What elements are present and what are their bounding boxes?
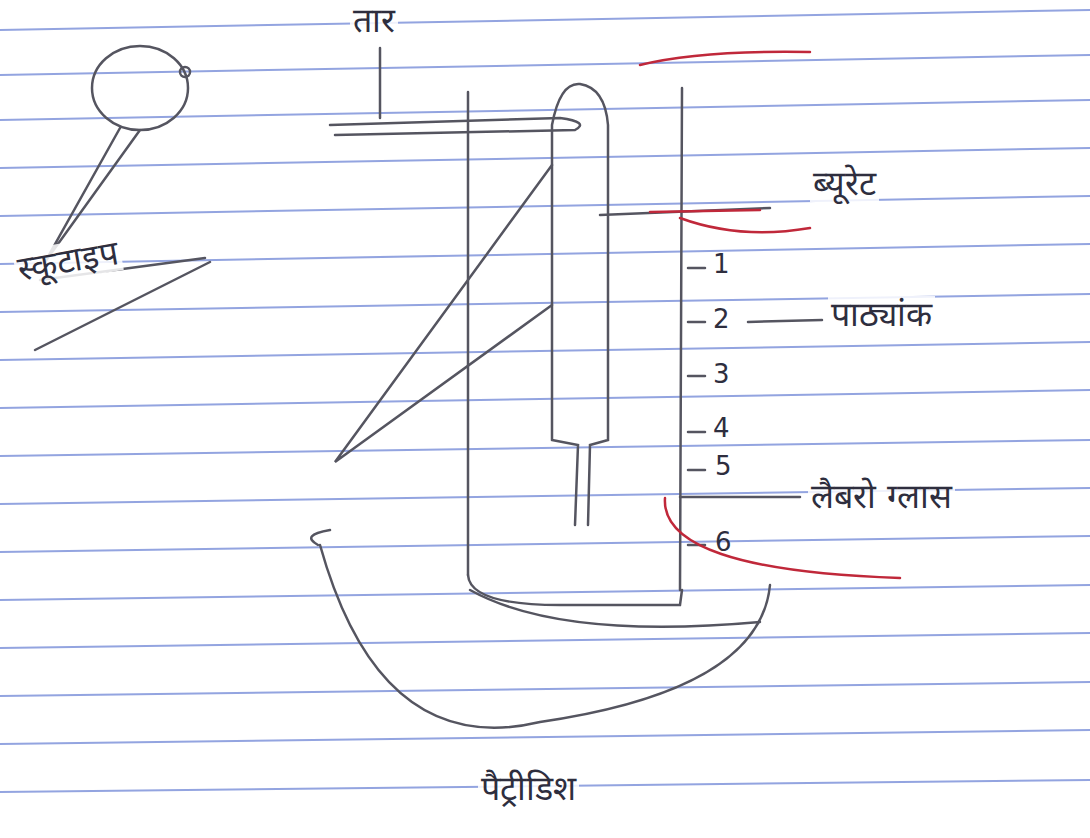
callout-number: 6 <box>712 528 735 557</box>
part-label: पाठ्यांक <box>828 296 935 333</box>
part-label: पैट्रीडिश <box>478 770 579 807</box>
callout-number: 1 <box>710 250 733 279</box>
part-label: लैबरो ग्लास <box>808 478 955 515</box>
notebook-lines <box>0 10 1090 792</box>
pencil-drawing <box>35 46 822 728</box>
callout-number: 4 <box>710 414 733 443</box>
part-label: स्कूटाइप <box>12 233 124 288</box>
callout-number: 2 <box>710 305 733 334</box>
part-label: तार <box>350 2 398 39</box>
callout-number: 3 <box>710 360 733 389</box>
part-label: ब्यूरेट <box>810 165 879 202</box>
callout-number: 5 <box>712 452 735 481</box>
